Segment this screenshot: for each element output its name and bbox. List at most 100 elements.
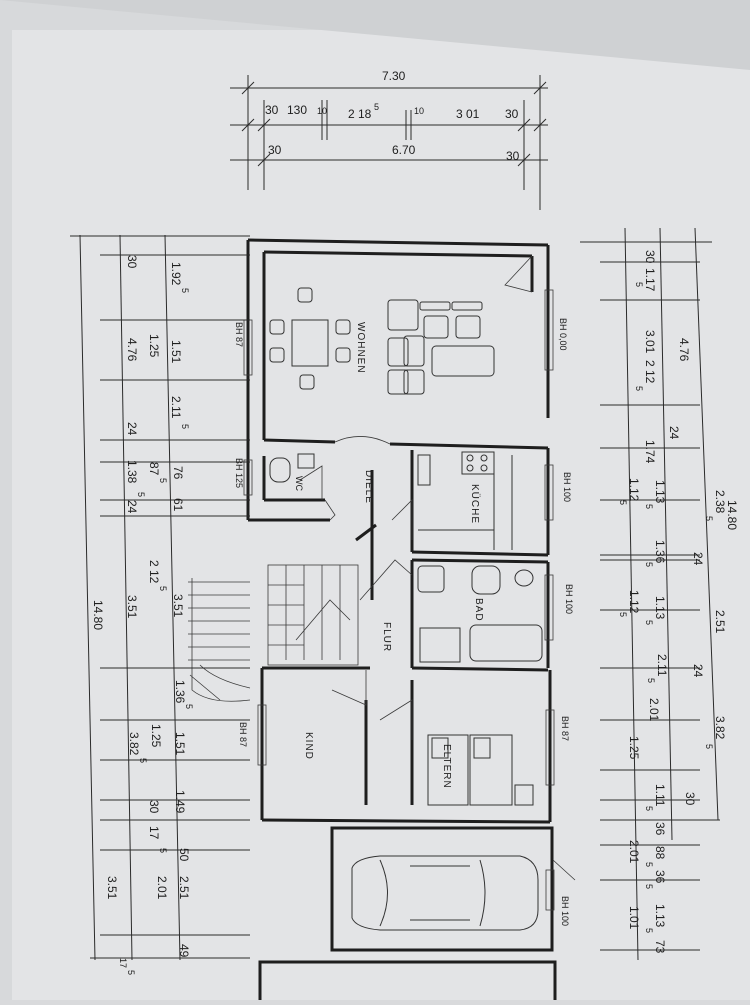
left-dim-382-sup: 5 (138, 758, 148, 763)
left-dim-211-sup: 5 (180, 424, 190, 429)
left-dim-50: 50 (177, 848, 191, 862)
left-dim-382: 3.82 (127, 732, 141, 756)
left-dim-149: 1.49 (173, 790, 187, 814)
note-bh-000: BH 0,00 (558, 318, 568, 351)
room-label-wohnen: WOHNEN (355, 322, 366, 374)
top-dim-10b: 10 (414, 106, 424, 116)
room-label-wc: WC (294, 476, 304, 491)
top-dim-30b-left: 30 (268, 143, 282, 157)
left-dim-151b: 1.51 (173, 732, 187, 756)
top-dimension-lines (230, 75, 548, 210)
top-dim-301: 3 01 (456, 107, 480, 121)
right-dim-113c-sup: 5 (644, 928, 654, 933)
top-dim-30b-right: 30 (506, 149, 520, 163)
right-dim-113a-sup: 5 (644, 504, 654, 509)
left-dim-76: 76 (171, 466, 185, 480)
right-dim-125: 1.25 (627, 736, 641, 760)
right-dim-238: 2.38 (713, 490, 727, 514)
right-dim-211-sup: 5 (646, 678, 656, 683)
left-dim-125: 1.25 (147, 334, 161, 358)
top-dim-218-sup: 5 (374, 102, 379, 112)
left-dim-30b: 30 (147, 800, 161, 814)
room-label-bad: BAD (473, 598, 484, 622)
paper-sheet (12, 30, 750, 1000)
right-dim-251: 2.51 (713, 610, 727, 634)
window-marks (243, 289, 555, 786)
left-dim-211: 2.11 (169, 396, 183, 419)
left-dim-476: 4.76 (125, 338, 139, 362)
left-dim-30: 30 (125, 255, 139, 269)
top-dim-218: 2 18 (348, 107, 372, 121)
right-dim-24a: 24 (667, 426, 681, 440)
right-dim-24c: 24 (691, 664, 705, 678)
right-dim-212-sup: 5 (634, 386, 644, 391)
left-dim-125b: 1.25 (149, 724, 163, 748)
note-bh-125: BH 125 (234, 458, 244, 488)
note-bh-87-wohnen: BH 87 (234, 322, 244, 347)
left-dim-total: 14.80 (91, 600, 105, 630)
bathroom-fixtures (417, 565, 543, 663)
right-dim-30c: 30 (683, 792, 697, 806)
right-dim-24b: 24 (691, 552, 705, 566)
left-dim-201: 2.01 (155, 876, 169, 900)
right-dim-112a-sup: 5 (618, 500, 628, 505)
left-dim-138-sup: 5 (136, 492, 146, 497)
right-dim-113c: 1.13 (653, 904, 667, 928)
right-dim-136-sup: 5 (644, 562, 654, 567)
right-dim-212: 2 12 (643, 360, 657, 384)
left-dim-212: 2 12 (147, 560, 161, 584)
left-dim-61: 61 (171, 498, 185, 512)
right-dim-total: 14.80 (725, 500, 739, 530)
left-dim-87-sup: 5 (158, 478, 168, 483)
right-dim-174: 1.74 (643, 440, 657, 464)
right-dim-113a: 1.13 (653, 480, 667, 504)
right-dim-112b-sup: 5 (618, 612, 628, 617)
top-dim-30-left: 30 (265, 103, 279, 117)
wc-fixtures (269, 453, 315, 483)
bedroom-beds (427, 734, 534, 806)
left-dim-136-sup: 5 (184, 704, 194, 709)
left-dim-192-sup: 5 (180, 288, 190, 293)
left-dim-24a: 24 (125, 422, 139, 436)
left-dim-351: 3.51 (125, 595, 139, 619)
note-bh-100-garage: BH 100 (560, 896, 570, 926)
room-label-kueche: KÜCHE (469, 484, 481, 524)
room-label-diele: DIELE (363, 470, 374, 504)
left-dim-138: 1.38 (125, 460, 139, 484)
right-dim-73: 73 (653, 940, 667, 954)
left-dim-251: 2.51 (177, 876, 191, 900)
staircase (188, 564, 359, 702)
note-bh-100-kueche: BH 100 (562, 472, 572, 502)
left-dim-17b: 17 (147, 826, 161, 840)
right-dim-88: 88 (653, 846, 667, 860)
garage (330, 826, 576, 952)
right-dim-113b-sup: 5 (644, 620, 654, 625)
right-dim-113b: 1.13 (653, 596, 667, 620)
top-dim-130: 130 (287, 103, 307, 117)
room-label-flur: FLUR (381, 622, 392, 652)
right-dim-238-sup: 5 (704, 516, 714, 521)
living-room-furniture (269, 287, 495, 395)
top-dim-30-right: 30 (505, 107, 519, 121)
right-dim-136: 1.36 (653, 540, 667, 564)
right-dim-111: 1.11 (653, 784, 667, 807)
left-dim-24b: 24 (125, 500, 139, 514)
right-dim-201b: 2.01 (627, 840, 641, 864)
left-dim-151: 1.51 (169, 340, 183, 364)
left-dim-17-sup: 5 (126, 970, 136, 975)
note-bh-87-kind: BH 87 (238, 722, 248, 747)
right-dim-117-sup: 5 (634, 282, 644, 287)
right-dim-112a: 1.12 (627, 478, 641, 502)
left-dim-136: 1.36 (173, 680, 187, 704)
right-dim-211: 2.11 (655, 654, 669, 677)
room-label-kind: KIND (303, 732, 314, 760)
right-dim-111-sup: 5 (644, 806, 654, 811)
left-dim-351c: 3.51 (171, 594, 185, 618)
paper-fold-shadow (0, 0, 750, 70)
right-dim-88-sup: 5 (644, 862, 654, 867)
left-dim-49: 49 (177, 944, 191, 958)
left-dimension-lines (70, 234, 250, 961)
right-dim-301: 3.01 (643, 330, 657, 354)
